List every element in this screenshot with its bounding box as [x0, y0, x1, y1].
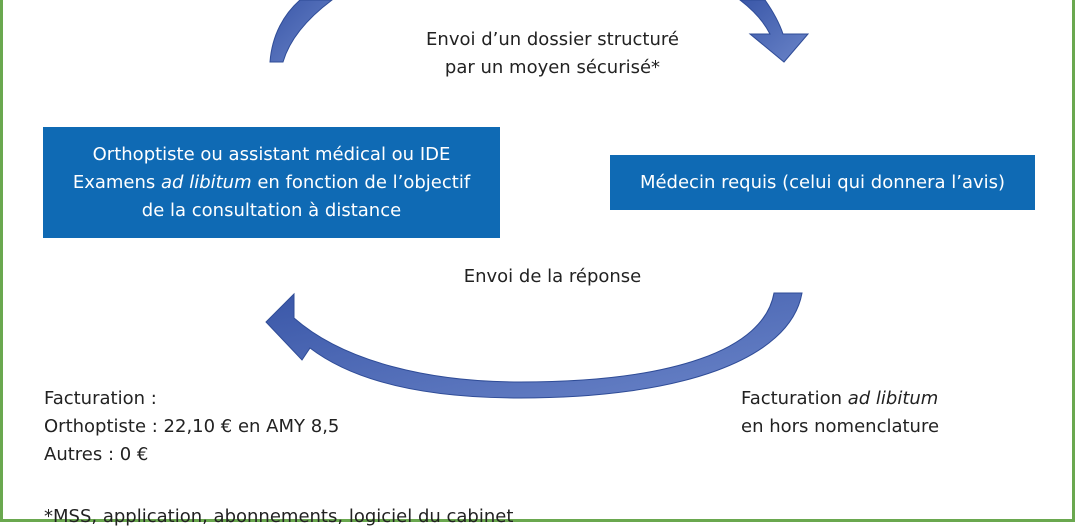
- billing-right-line1-pre: Facturation: [741, 388, 848, 409]
- billing-right-line1: Facturation ad libitum: [741, 385, 939, 413]
- bottom-arrow-label: Envoi de la réponse: [463, 266, 642, 287]
- billing-left-line3: Autres : 0 €: [44, 444, 149, 465]
- sender-box-line2-italic: ad libitum: [161, 171, 252, 193]
- billing-left-line2: Orthoptiste : 22,10 € en AMY 8,5: [44, 416, 340, 437]
- sender-box-line2-post: en fonction de l’objectif: [251, 171, 471, 193]
- footnote: *MSS, application, abonnements, logiciel…: [44, 506, 514, 527]
- top-arrow-label: Envoi d’un dossier structuré par un moye…: [380, 26, 725, 82]
- billing-left: Facturation : Orthoptiste : 22,10 € en A…: [44, 385, 339, 469]
- top-arrow-label-line2: par un moyen sécurisé*: [444, 57, 661, 78]
- sender-box-line3: de la consultation à distance: [141, 199, 402, 221]
- recipient-box: Médecin requis (celui qui donnera l’avis…: [610, 155, 1035, 210]
- sender-box: Orthoptiste ou assistant médical ou IDE …: [43, 127, 500, 238]
- billing-right: Facturation ad libitum en hors nomenclat…: [741, 385, 939, 441]
- top-arrow-label-line1: Envoi d’un dossier structuré: [426, 29, 679, 50]
- billing-right-line2: en hors nomenclature: [741, 416, 940, 437]
- sender-box-line2-pre: Examens: [72, 171, 162, 193]
- recipient-box-line1: Médecin requis (celui qui donnera l’avis…: [639, 171, 1006, 193]
- sender-box-line1: Orthoptiste ou assistant médical ou IDE: [92, 143, 451, 165]
- billing-right-line1-italic: ad libitum: [847, 388, 939, 409]
- top-left-arc: [269, 0, 333, 63]
- flow-arrows: [265, 0, 810, 399]
- bottom-return-arrow: [265, 292, 803, 399]
- sender-box-line2: Examens ad libitum en fonction de l’obje…: [73, 169, 470, 197]
- billing-left-line1: Facturation :: [44, 388, 157, 409]
- top-right-arrow: [739, 0, 810, 63]
